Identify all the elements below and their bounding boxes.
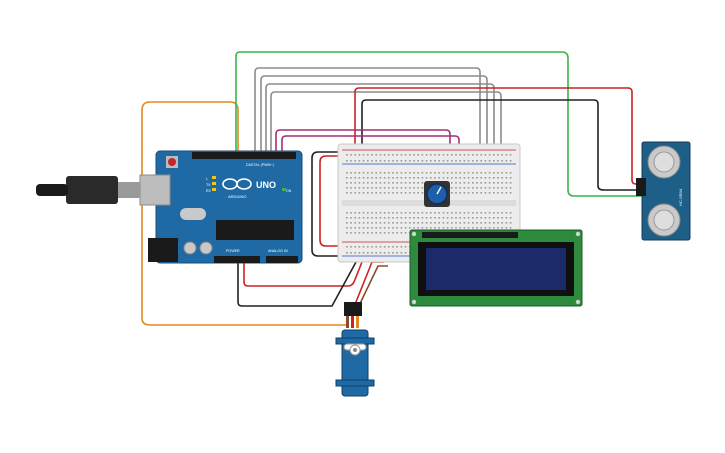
lcd-screen: [426, 248, 566, 290]
wire-gray-3[interactable]: [265, 83, 495, 214]
arduino-logo-icon: [222, 178, 252, 190]
on-label: ON: [286, 189, 292, 193]
usb-cable-plug[interactable]: [66, 176, 118, 204]
tx-label: TX: [206, 183, 211, 187]
wire-black-gnd[interactable]: [237, 258, 357, 307]
power-header: [214, 256, 260, 263]
wire-purple-1[interactable]: [275, 129, 451, 182]
analog-header: [266, 256, 298, 263]
arduino-brand-label: ARDUINO: [228, 194, 246, 199]
wire-red-top[interactable]: [354, 87, 644, 185]
power-label: POWER: [226, 249, 240, 253]
potentiometer[interactable]: [424, 181, 450, 207]
lcd-display[interactable]: [409, 229, 583, 307]
digital-header: [192, 152, 296, 159]
l-label: L: [206, 177, 208, 181]
wire-red-left[interactable]: [319, 155, 348, 247]
power-jack: [148, 238, 178, 262]
analog-label: ANALOG IN: [268, 249, 288, 253]
servo-connector: [344, 302, 362, 316]
atmega-chip: [216, 220, 294, 240]
wire-gray-4[interactable]: [270, 91, 502, 216]
servo-horn-icon[interactable]: [343, 343, 367, 356]
wires: [141, 51, 644, 326]
wire-black-left[interactable]: [311, 151, 348, 257]
wire-green[interactable]: [235, 51, 644, 197]
usb-cable[interactable]: [36, 184, 68, 196]
digital-label: DIGITAL (PWM~): [246, 163, 274, 167]
arduino-model-label: UNO: [256, 180, 276, 190]
wire-purple-2[interactable]: [281, 135, 460, 184]
servo-motor[interactable]: [335, 302, 375, 397]
wire-brown-servo[interactable]: [355, 265, 388, 313]
rx-label: RX: [206, 189, 212, 193]
ultrasonic-sensor[interactable]: HC-SR04: [636, 141, 691, 241]
wire-gray-1[interactable]: [254, 67, 481, 210]
wire-red-power[interactable]: [243, 258, 363, 287]
lcd-pin-header: [422, 232, 518, 238]
wire-black-top[interactable]: [361, 99, 644, 191]
ultrasonic-model-label: HC-SR04: [678, 188, 683, 206]
wire-gray-2[interactable]: [260, 75, 488, 212]
usb-port: [139, 174, 171, 206]
arduino-uno[interactable]: UNO ARDUINO DIGITAL (PWM~) POWER ANALOG …: [36, 150, 303, 264]
